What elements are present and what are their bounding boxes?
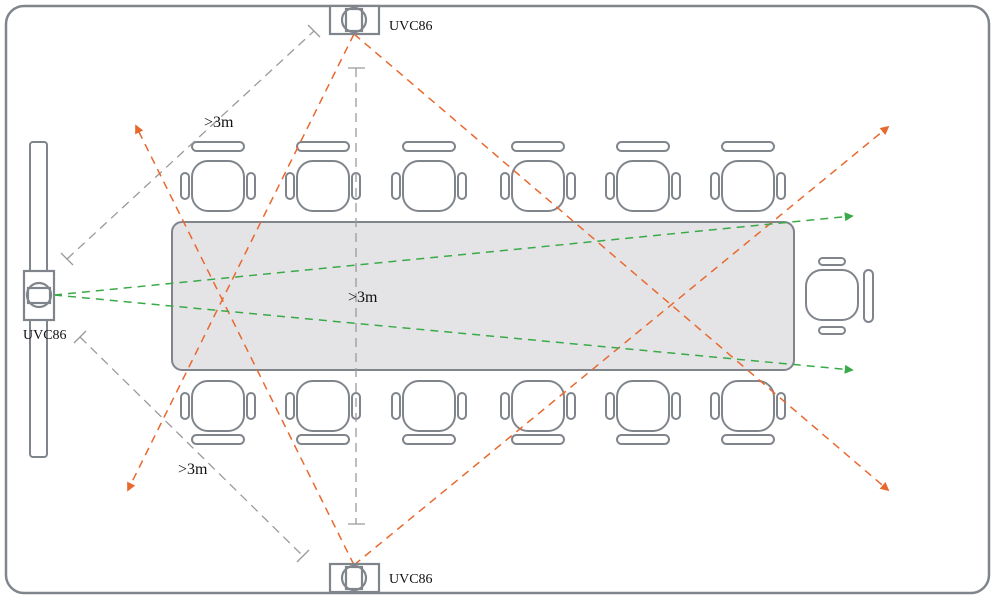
chair-seat	[616, 160, 670, 212]
chair	[605, 141, 681, 212]
chair-back	[721, 141, 775, 152]
fov-bottom-right	[353, 125, 890, 566]
fov-bottom-left	[135, 124, 355, 566]
camera-bottom	[328, 562, 381, 594]
measurement-lines	[60, 24, 365, 563]
chair-armrest	[391, 392, 401, 420]
conference-table	[171, 221, 795, 371]
camera-left-label: UVC86	[23, 328, 67, 343]
chair-armrest	[566, 392, 576, 420]
chair	[180, 380, 256, 445]
fov-top-left	[127, 33, 355, 492]
camera-left	[22, 269, 56, 322]
measure-top-left	[66, 30, 315, 260]
chair-back	[296, 141, 350, 152]
chair-back	[402, 434, 456, 445]
chair	[391, 380, 467, 445]
chair-seat	[296, 380, 350, 432]
chair-back	[511, 434, 565, 445]
chair-seat	[402, 380, 456, 432]
chair-armrest	[776, 172, 786, 200]
chair-armrest	[500, 392, 510, 420]
chair-back	[296, 434, 350, 445]
chair-back	[616, 141, 670, 152]
chair	[710, 141, 786, 212]
chair-armrest	[246, 392, 256, 420]
chair-seat	[616, 380, 670, 432]
chair-seat	[511, 160, 565, 212]
chair-armrest	[818, 257, 846, 266]
chair-seat	[191, 160, 245, 212]
chair-back	[721, 434, 775, 445]
chair-seat	[402, 160, 456, 212]
camera-top-label: UVC86	[389, 19, 433, 34]
chair-end	[805, 257, 874, 335]
distance-label-center: >3m	[348, 289, 378, 306]
chair-seat	[721, 380, 775, 432]
fov-lines-green	[53, 212, 854, 374]
camera-bottom-label: UVC86	[389, 572, 433, 587]
distance-label-bottom-left: >3m	[178, 461, 208, 478]
chair-armrest	[671, 172, 681, 200]
fov-left-lower	[53, 294, 854, 374]
chair-armrest	[457, 172, 467, 200]
chair-armrest	[246, 172, 256, 200]
chair	[285, 141, 361, 212]
chair-armrest	[391, 172, 401, 200]
chair-armrest	[180, 172, 190, 200]
chair	[180, 141, 256, 212]
chair-back	[863, 269, 874, 323]
fov-left-upper	[53, 212, 854, 296]
chair-armrest	[605, 392, 615, 420]
chair-seat	[191, 380, 245, 432]
chair-armrest	[285, 392, 295, 420]
chair-armrest	[671, 392, 681, 420]
camera-top	[328, 4, 381, 36]
chair-armrest	[180, 392, 190, 420]
chair	[285, 380, 361, 445]
distance-label-top-left: >3m	[204, 114, 234, 131]
chair-armrest	[285, 172, 295, 200]
chair-armrest	[818, 326, 846, 335]
chair-armrest	[566, 172, 576, 200]
chair	[605, 380, 681, 445]
chair-back	[191, 141, 245, 152]
chair-armrest	[605, 172, 615, 200]
chair-armrest	[710, 392, 720, 420]
chair-seat	[721, 160, 775, 212]
chair-armrest	[776, 392, 786, 420]
chair-seat	[805, 269, 859, 321]
chair	[391, 141, 467, 212]
chair-armrest	[500, 172, 510, 200]
chair-seat	[511, 380, 565, 432]
measure-bottom-left	[79, 336, 304, 557]
chair-back	[191, 434, 245, 445]
chair	[500, 380, 576, 445]
chair	[500, 141, 576, 212]
chair	[710, 380, 786, 445]
chair-seat	[296, 160, 350, 212]
chairs	[180, 141, 874, 445]
fov-lines-orange	[127, 33, 890, 566]
chair-back	[616, 434, 670, 445]
chair-back	[511, 141, 565, 152]
fov-top-right	[353, 33, 890, 492]
chair-armrest	[457, 392, 467, 420]
chair-armrest	[710, 172, 720, 200]
chair-back	[402, 141, 456, 152]
